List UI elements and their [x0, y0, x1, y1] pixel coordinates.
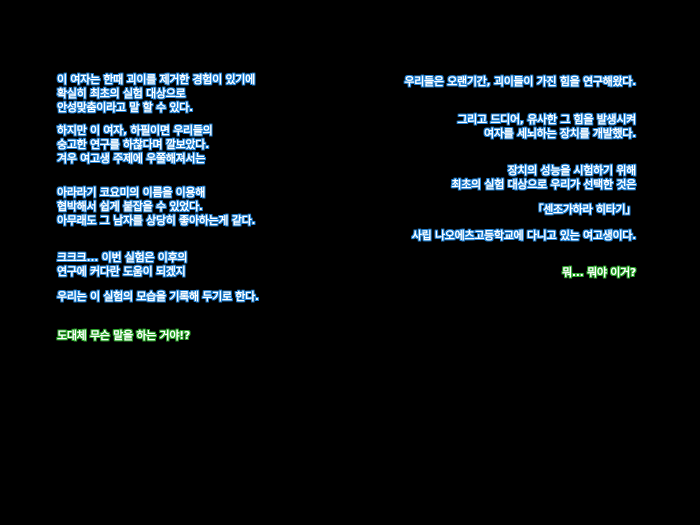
narration-right-2: 그리고 드디어, 유사한 그 힘을 발생시켜 여자를 세뇌하는 장치를 개발했다… — [457, 113, 636, 141]
narration-line: 협박해서 쉽게 붙잡을 수 있었다. — [57, 200, 203, 213]
dialogue-left-heroine: 도대체 무슨 말을 하는 거야!? — [57, 329, 190, 343]
dialogue-line: 도대체 무슨 말을 하는 거야!? — [57, 329, 190, 342]
narration-line: 이 여자는 한때 괴이를 제거한 경험이 있기에 — [57, 73, 255, 86]
narration-line: 크크크... 이번 실험은 이후의 — [57, 251, 188, 264]
narration-left-1: 이 여자는 한때 괴이를 제거한 경험이 있기에 확실히 최초의 실험 대상으로… — [57, 73, 255, 115]
narration-left-4: 크크크... 이번 실험은 이후의 연구에 커다란 도움이 되겠지 — [57, 251, 188, 279]
narration-right-3: 장치의 성능을 시험하기 위해 최초의 실험 대상으로 우리가 선택한 것은 — [451, 164, 636, 192]
narration-line: 겨우 여고생 주제에 우쭐해져서는 — [57, 152, 206, 165]
narration-line: 그리고 드디어, 유사한 그 힘을 발생시켜 — [457, 113, 636, 126]
narration-left-2: 하지만 이 여자, 하필이면 우리들의 숭고한 연구를 하찮다며 깔보았다. 겨… — [57, 124, 213, 166]
narration-line: 숭고한 연구를 하찮다며 깔보았다. — [57, 138, 209, 151]
narration-line: 우리는 이 실험의 모습을 기록해 두기로 한다. — [57, 290, 259, 303]
narration-line: 연구에 커다란 도움이 되겠지 — [57, 265, 186, 278]
narration-line: 아라라기 코요미의 이름을 이용해 — [57, 186, 206, 199]
narration-right-name: 「센조가하라 히타기」 — [533, 203, 637, 217]
narration-left-3: 아라라기 코요미의 이름을 이용해 협박해서 쉽게 붙잡을 수 있었다. 아무래… — [57, 186, 256, 228]
dialogue-line: 뭐... 뭐야 이거? — [562, 266, 636, 279]
narration-line: 최초의 실험 대상으로 우리가 선택한 것은 — [451, 178, 636, 191]
narration-line: 아무래도 그 남자를 상당히 좋아하는게 같다. — [57, 214, 256, 227]
narration-line: 안성맞춤이라고 말 할 수 있다. — [57, 101, 193, 114]
narration-line: 하지만 이 여자, 하필이면 우리들의 — [57, 124, 213, 137]
narration-line: 「센조가하라 히타기」 — [532, 203, 637, 216]
narration-line: 여자를 세뇌하는 장치를 개발했다. — [484, 127, 636, 140]
narration-right-4: 사립 나오에츠고등학교에 다니고 있는 여고생이다. — [411, 229, 637, 243]
narration-line: 확실히 최초의 실험 대상으로 — [57, 87, 186, 100]
narration-line: 사립 나오에츠고등학교에 다니고 있는 여고생이다. — [411, 229, 637, 242]
narration-line: 장치의 성능을 시험하기 위해 — [507, 164, 637, 177]
narration-right-1: 우리들은 오랜기간, 괴이들이 가진 힘을 연구해왔다. — [404, 75, 636, 89]
narration-left-5: 우리는 이 실험의 모습을 기록해 두기로 한다. — [57, 290, 259, 304]
narration-line: 우리들은 오랜기간, 괴이들이 가진 힘을 연구해왔다. — [404, 75, 636, 88]
dialogue-right-heroine: 뭐... 뭐야 이거? — [562, 266, 636, 280]
